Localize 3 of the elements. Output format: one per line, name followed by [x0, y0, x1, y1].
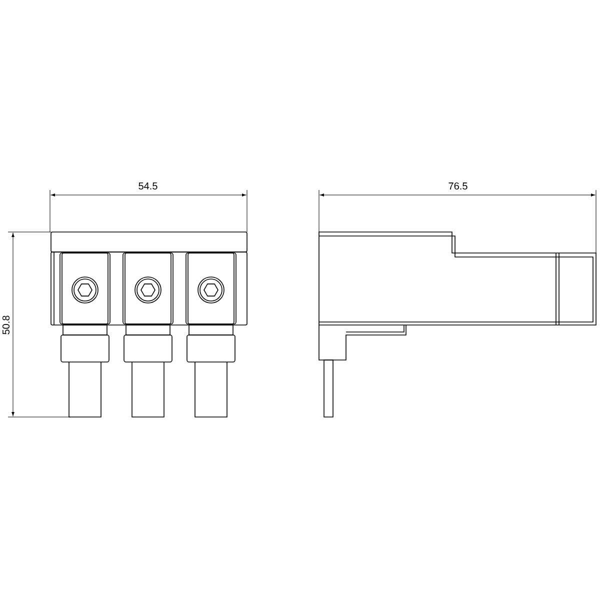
dimension-label: 54.5 — [138, 182, 158, 190]
dimension-label: 50.8 — [2, 316, 10, 334]
dimension-label: 76.5 — [448, 182, 468, 190]
